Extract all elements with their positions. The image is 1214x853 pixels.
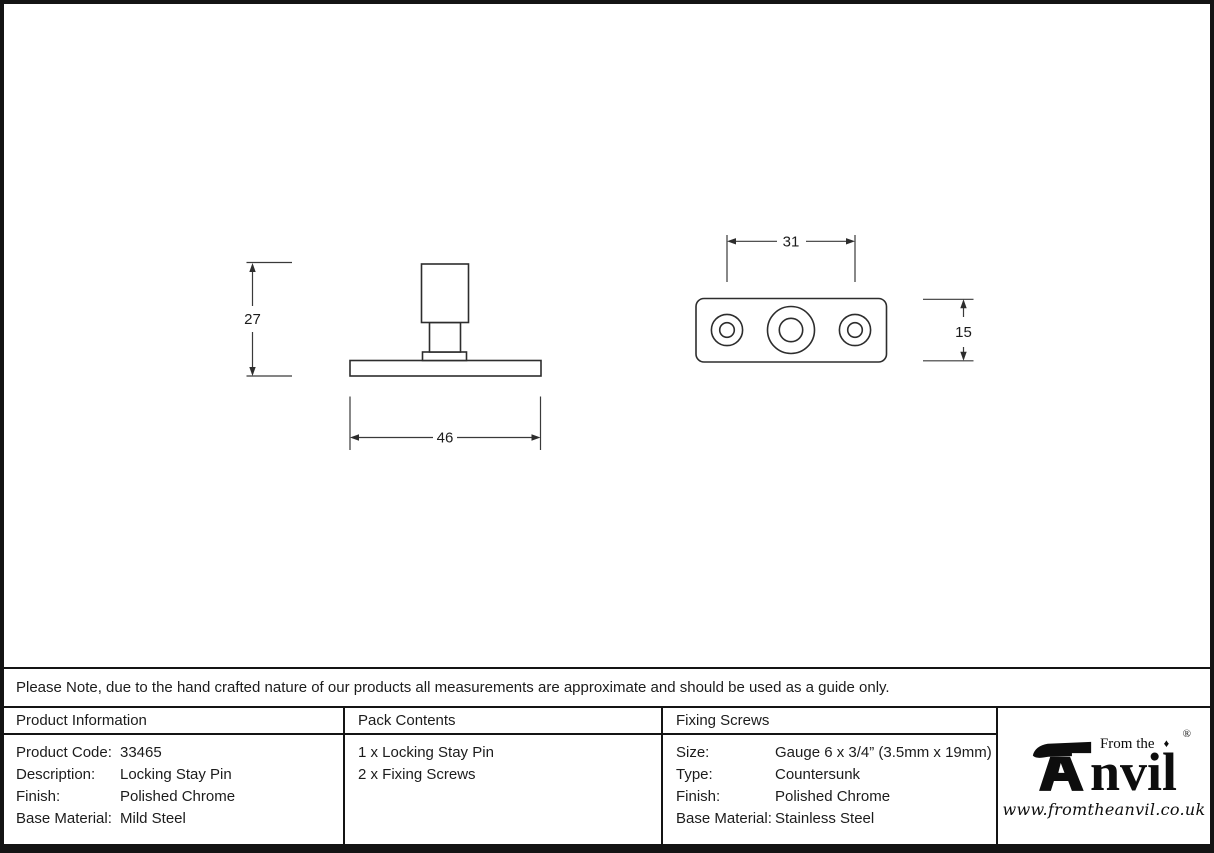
pin-stem — [428, 321, 462, 353]
logo-from-the: From the — [1099, 736, 1155, 752]
side-view-drawing — [349, 263, 542, 377]
list-item: 1 x Locking Stay Pin — [358, 744, 494, 761]
note-text: Please Note, due to the hand crafted nat… — [16, 679, 890, 696]
table-row: Product Code: 33465 — [16, 742, 335, 764]
fixing-screws-column: Fixing Screws Size: Gauge 6 x 3/4” (3.5m… — [663, 708, 998, 844]
table-row: Size: Gauge 6 x 3/4” (3.5mm x 19mm) — [676, 742, 992, 764]
side-view-height-dimension: 27 — [244, 261, 292, 377]
plate-view-height-dimension: 15 — [923, 298, 974, 362]
pin-knob — [420, 263, 470, 324]
product-information-column: Product Information Product Code: 33465 … — [4, 708, 345, 844]
table-row: Base Material: Stainless Steel — [676, 808, 988, 830]
row-label: Description: — [16, 766, 96, 783]
logo-brand-suffix: nvil — [1089, 742, 1178, 802]
dim-label-hole-spacing: 31 — [783, 234, 800, 251]
left-screw-hole-inner — [718, 321, 736, 339]
dim-label-pin-height: 27 — [244, 311, 261, 328]
table-row: Type: Countersunk — [676, 764, 988, 786]
logo-tagline-row: From the ♦ — [1090, 736, 1177, 752]
row-value: Mild Steel — [120, 810, 186, 827]
row-value: 33465 — [120, 744, 162, 761]
row-value: Countersunk — [775, 766, 861, 783]
row-value: Stainless Steel — [775, 810, 875, 827]
row-label: Type: — [676, 766, 713, 783]
plate-view-drawing — [695, 297, 888, 363]
table-row: Finish: Polished Chrome — [16, 786, 335, 808]
row-value: Polished Chrome — [120, 788, 236, 805]
side-view-width-dimension: 46 — [349, 396, 542, 450]
anvil-icon — [1032, 741, 1092, 791]
pin-flange — [421, 351, 468, 362]
info-panel: Please Note, due to the hand crafted nat… — [4, 667, 1210, 844]
product-information-body: Product Code: 33465 Description: Locking… — [4, 735, 343, 830]
dim-label-base-width: 46 — [437, 430, 454, 447]
plate-view-spacing-dimension: 31 — [726, 234, 856, 282]
base-plate-side — [349, 359, 542, 377]
row-label: Product Code: — [16, 744, 112, 761]
dim-label-plate-height: 15 — [955, 324, 972, 341]
diamond-icon: ♦ — [1163, 737, 1170, 750]
pack-contents-header: Pack Contents — [345, 708, 661, 735]
list-item: 2 x Fixing Screws — [358, 766, 476, 783]
table-row: Description: Locking Stay Pin — [16, 764, 335, 786]
table-row: Finish: Polished Chrome — [676, 786, 988, 808]
pack-contents-column: Pack Contents 1 x Locking Stay Pin 2 x F… — [345, 708, 663, 844]
note-row: Please Note, due to the hand crafted nat… — [4, 667, 1210, 706]
pack-contents-body: 1 x Locking Stay Pin 2 x Fixing Screws — [345, 735, 661, 786]
product-information-header: Product Information — [4, 708, 343, 735]
fixing-screws-body: Size: Gauge 6 x 3/4” (3.5mm x 19mm) Type… — [663, 735, 996, 830]
center-hole-inner — [778, 317, 804, 343]
row-value: Locking Stay Pin — [120, 766, 232, 783]
logo-website: www.fromtheanvil.co.uk — [1002, 800, 1206, 819]
technical-drawings: 27 46 31 — [244, 234, 974, 450]
brand-logo: From the ♦ nvil ® www.fromtheanvil.co.uk — [1002, 728, 1206, 819]
row-value: Polished Chrome — [775, 788, 891, 805]
table-row: Base Material: Mild Steel — [16, 808, 335, 830]
row-label: Finish: — [676, 788, 721, 805]
row-value: Gauge 6 x 3/4” (3.5mm x 19mm) — [775, 744, 992, 761]
row-label: Base Material: — [16, 810, 112, 827]
row-label: Size: — [676, 744, 710, 761]
registered-mark: ® — [1182, 728, 1192, 740]
brand-cell: From the ♦ nvil ® www.fromtheanvil.co.uk — [998, 708, 1210, 844]
logo-main: From the ♦ nvil ® — [1031, 728, 1191, 802]
fixing-screws-header: Fixing Screws — [663, 708, 996, 735]
spec-table: Product Information Product Code: 33465 … — [4, 706, 1210, 844]
right-screw-hole-inner — [846, 321, 864, 339]
row-label: Base Material: — [676, 810, 772, 827]
logo-wordmark: From the ♦ nvil ® — [1089, 728, 1191, 802]
row-label: Finish: — [16, 788, 61, 805]
